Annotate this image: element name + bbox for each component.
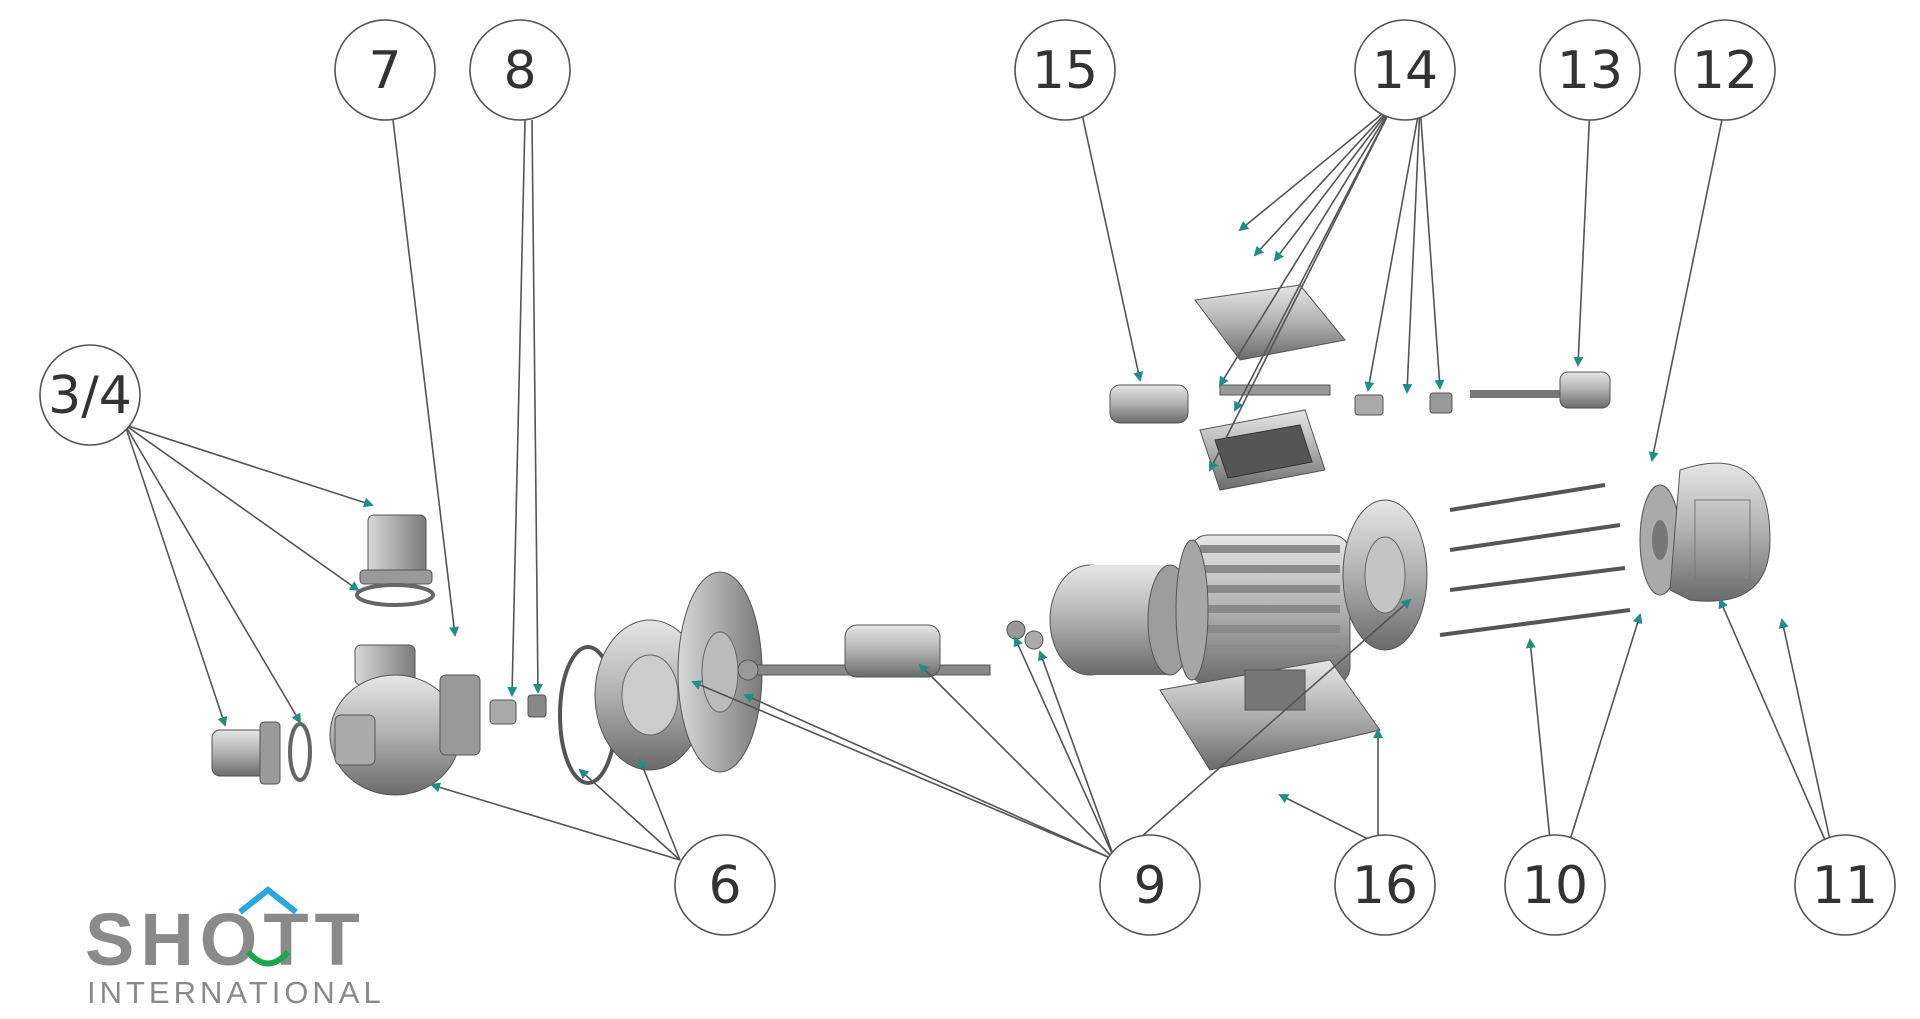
callout-9-label: 9: [1133, 856, 1166, 916]
logo-subword: INTERNATIONAL: [87, 975, 385, 1010]
callout-7-label: 7: [368, 41, 401, 101]
smile-icon: [245, 949, 291, 967]
callout-15-label: 15: [1032, 41, 1098, 101]
shott-logo: SHOTT INTERNATIONAL: [85, 886, 385, 1010]
tie-rods: [1439, 483, 1631, 637]
pump-housing: [329, 644, 481, 796]
stator-front: [1049, 564, 1193, 676]
callout-8-label: 8: [503, 41, 536, 101]
callout-16: 16: [1334, 834, 1436, 936]
callout-15: 15: [1014, 19, 1116, 121]
seal-part-a: [489, 699, 517, 725]
motor-body: [1175, 534, 1351, 686]
callout-11-label: 11: [1812, 856, 1878, 916]
capacitor: [1109, 384, 1189, 424]
leader-lines: [124, 104, 1831, 861]
callout-13: 13: [1539, 19, 1641, 121]
callout-14: 14: [1354, 19, 1456, 121]
switch-part-a: [1354, 394, 1384, 416]
callout-13-label: 13: [1557, 41, 1623, 101]
callout-10-label: 10: [1522, 856, 1588, 916]
callout-12-label: 12: [1692, 41, 1758, 101]
callout-3-4: 3/4: [39, 344, 141, 446]
callout-8: 8: [469, 19, 571, 121]
fan-cover: [1669, 462, 1771, 602]
callout-6: 6: [674, 834, 776, 936]
callout-3-4-label: 3/4: [48, 366, 132, 426]
cable-gland: [1470, 371, 1611, 409]
parts: [211, 284, 1771, 796]
switch-part-b: [1429, 392, 1453, 414]
seal-part-b: [527, 694, 547, 718]
callout-14-label: 14: [1372, 41, 1438, 101]
callout-16-label: 16: [1352, 856, 1418, 916]
callout-10: 10: [1504, 834, 1606, 936]
callouts: 7 8 15 14 13 12 3/4 6: [39, 19, 1896, 936]
rear-end-shield: [1342, 499, 1428, 651]
callout-12: 12: [1674, 19, 1776, 121]
bearing-a: [1006, 620, 1026, 640]
logo-word: SHOTT: [85, 898, 366, 981]
terminal-box: [1194, 284, 1346, 491]
roof-icon: [238, 886, 298, 915]
rotor-shaft: [737, 624, 991, 681]
callout-6-label: 6: [708, 856, 741, 916]
callout-11: 11: [1794, 834, 1896, 936]
motor-flange: [677, 571, 763, 773]
callout-7: 7: [334, 19, 436, 121]
base-plate: [1159, 659, 1381, 771]
bearing-b: [1024, 630, 1044, 650]
callout-9: 9: [1099, 834, 1201, 936]
discharge-fitting: [355, 514, 435, 607]
suction-fitting: [211, 721, 312, 785]
